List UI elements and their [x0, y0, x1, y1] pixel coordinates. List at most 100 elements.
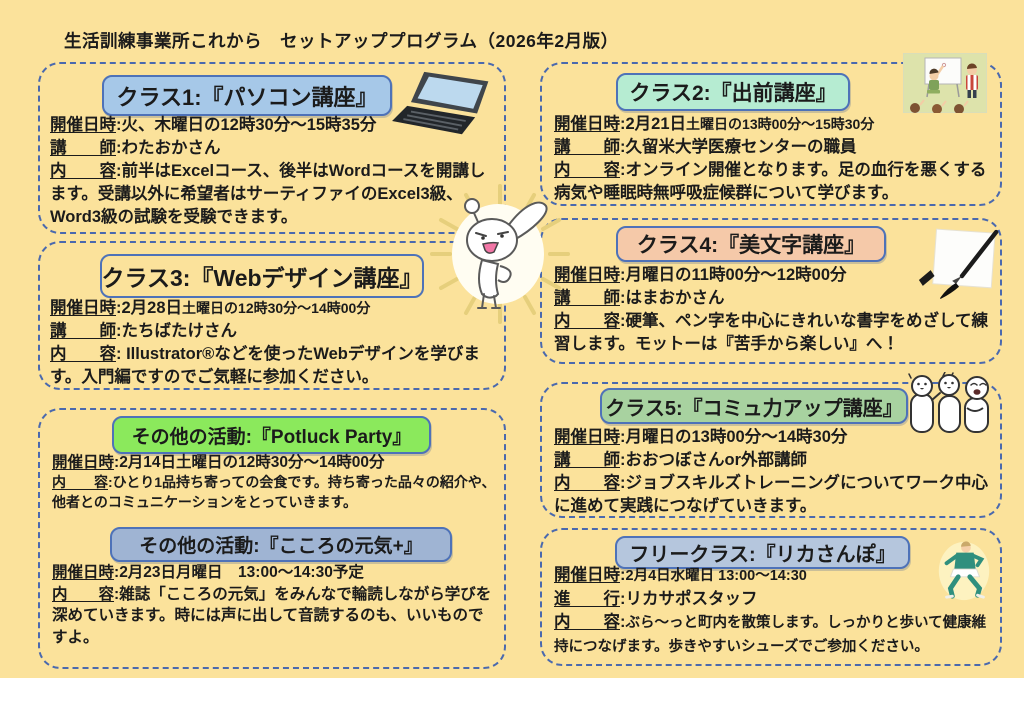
class1-header-label: クラス1:『パソコン講座』 — [116, 84, 378, 110]
content-row: 内 容:オンライン開催となります。足の血行を悪くする病気や睡眠時無呼吸症候群につ… — [554, 159, 994, 205]
row-colon: : — [620, 613, 626, 631]
row-label: 開催日時 — [50, 299, 116, 317]
row-value: 火、木曜日の12時30分～15時35分 — [121, 116, 377, 134]
content-row: 内 容:前半はExcelコース、後半はWordコースを開講します。受講以外に希望… — [50, 160, 498, 229]
row-colon: : — [620, 474, 626, 492]
row-colon: : — [620, 161, 626, 179]
lecturer-row: 講 師:はまおかさん — [554, 287, 994, 310]
row-label: 内 容 — [554, 474, 620, 492]
row-value: おおつぼさんor外部講師 — [625, 451, 808, 469]
row-value-small: 土曜日の12時30分～14時00分 — [182, 300, 371, 316]
class5-header: クラス5:『コミュ力アップ講座』 — [600, 388, 908, 424]
row-value: 2月14日土曜日の12時30分～14時00分 — [119, 454, 385, 471]
class3-header-label: クラス3:『Webデザイン講座』 — [101, 265, 423, 291]
row-colon: : — [620, 590, 626, 608]
class4-header-label: クラス4:『美文字講座』 — [636, 234, 866, 257]
schedule-row: 開催日時:2月14日土曜日の12時30分～14時00分 — [52, 452, 496, 473]
row-label: 開催日時 — [554, 428, 620, 446]
row-colon: : — [116, 345, 122, 363]
row-value: たちばたけさん — [121, 322, 238, 340]
row-value: Illustrator®などを使ったWebデザインを学びます。入門編ですのでご気… — [50, 345, 480, 386]
free-class-header-label: フリークラス:『リカさんぽ』 — [629, 544, 896, 566]
row-colon: : — [620, 115, 626, 133]
row-label: 講 師 — [554, 289, 620, 307]
row-value-small: 2月4日水曜日 13:00～14:30 — [625, 568, 807, 584]
free-class-body: 開催日時:2月4日水曜日 13:00～14:30 進 行:リカサポスタッフ 内 … — [554, 564, 992, 659]
content-row: 内 容:雑誌「こころの元気」をみんなで輪読しながら学びを深めていきます。時には声… — [52, 584, 496, 649]
class3-body: 開催日時:2月28日土曜日の12時30分～14時00分 講 師:たちばたけさん … — [50, 297, 500, 389]
row-colon: : — [116, 299, 122, 317]
kokoro-header: その他の活動:『こころの元気+』 — [110, 527, 452, 562]
row-value: はまおかさん — [625, 289, 725, 307]
lecturer-row: 講 師:久留米大学医療センターの職員 — [554, 136, 994, 159]
schedule-row: 開催日時:2月4日水曜日 13:00～14:30 — [554, 564, 992, 588]
content-row: 内 容:ジョブスキルズトレーニングについてワーク中心に進めて実践につなげていきま… — [554, 472, 992, 518]
class1-card: クラス1:『パソコン講座』 開催日時:火、木曜日の12時30分～15時35分 講… — [38, 62, 506, 234]
other-activities-card: その他の活動:『Potluck Party』 開催日時:2月14日土曜日の12時… — [38, 408, 506, 669]
lecturer-row: 講 師:たちばたけさん — [50, 320, 500, 343]
row-colon: : — [116, 116, 122, 134]
row-label: 開催日時 — [554, 566, 620, 584]
laptop-icon — [392, 71, 489, 135]
classroom-illustration — [903, 53, 987, 113]
row-value: オンライン開催となります。足の血行を悪くする病気や睡眠時無呼吸症候群について学び… — [554, 161, 987, 202]
lecturer-row: 講 師:わたおかさん — [50, 137, 498, 160]
schedule-row: 開催日時:火、木曜日の12時30分～15時35分 — [50, 114, 498, 137]
row-label: 内 容 — [554, 161, 620, 179]
row-colon: : — [116, 162, 122, 180]
class2-header-label: クラス2:『出前講座』 — [629, 82, 837, 105]
row-label: 内 容 — [50, 162, 116, 180]
class5-header-label: クラス5:『コミュ力アップ講座』 — [605, 397, 903, 420]
facilitator-row: 進 行:リカサポスタッフ — [554, 588, 992, 611]
lecturer-row: 講 師:おおつぼさんor外部講師 — [554, 449, 992, 472]
row-value: 硬筆、ペン字を中心にきれいな書字をめざして練習します。モットーは『苦手から楽しい… — [554, 312, 989, 353]
potluck-header: その他の活動:『Potluck Party』 — [112, 416, 431, 454]
row-value: 月曜日の13時00分～14時30分 — [625, 428, 848, 446]
row-value: 2月21日 — [625, 115, 687, 133]
class4-header: クラス4:『美文字講座』 — [616, 226, 886, 262]
kokoro-body: 開催日時:2月23日月曜日 13:00～14:30予定 内 容:雑誌「こころの元… — [52, 562, 496, 648]
class1-header: クラス1:『パソコン講座』 — [102, 75, 392, 116]
row-label: 内 容 — [554, 312, 620, 330]
row-colon: : — [620, 289, 626, 307]
row-colon: : — [620, 428, 626, 446]
potluck-body: 開催日時:2月14日土曜日の12時30分～14時00分 内 容:ひとり1品持ち寄… — [52, 452, 496, 512]
row-colon: : — [620, 138, 626, 156]
free-class-card: フリークラス:『リカさんぽ』 開催日時:2月4日水曜日 13:00～14:30 … — [540, 528, 1002, 666]
row-value: 前半はExcelコース、後半はWordコースを開講します。受講以外に希望者はサー… — [50, 162, 486, 226]
row-value: わたおかさん — [121, 139, 221, 157]
rabbit-mascot-illustration — [430, 184, 570, 324]
row-colon: : — [108, 474, 113, 490]
chatting-people-illustration — [908, 372, 989, 433]
content-row: 内 容: Illustrator®などを使ったWebデザインを学びます。入門編で… — [50, 343, 500, 389]
row-label: 内 容 — [554, 613, 620, 631]
row-label: 講 師 — [50, 139, 116, 157]
row-label: 講 師 — [554, 138, 620, 156]
row-label: 講 師 — [554, 451, 620, 469]
class2-card: クラス2:『出前講座』 開催日時:2月21日土曜日の13時00分～15時30分 … — [540, 62, 1002, 206]
row-colon: : — [620, 266, 626, 284]
potluck-header-label: その他の活動:『Potluck Party』 — [131, 426, 412, 448]
schedule-row: 開催日時:2月28日土曜日の12時30分～14時00分 — [50, 297, 500, 320]
row-colon: : — [116, 322, 122, 340]
class4-body: 開催日時:月曜日の11時00分～12時00分 講 師:はまおかさん 内 容:硬筆… — [554, 264, 994, 356]
row-label: 内 容 — [50, 345, 116, 363]
row-label: 開催日時 — [50, 116, 116, 134]
class2-body: 開催日時:2月21日土曜日の13時00分～15時30分 講 師:久留米大学医療セ… — [554, 113, 994, 205]
content-row: 内 容:ひとり1品持ち寄っての会食です。持ち寄った品々の紹介や、他者とのコミュニ… — [52, 473, 496, 512]
row-label: 講 師 — [50, 322, 116, 340]
content-row: 内 容:ぶら～っと町内を散策します。しっかりと歩いて健康維持につなげます。歩きや… — [554, 611, 992, 659]
class4-card: クラス4:『美文字講座』 開催日時:月曜日の11時00分～12時00分 講 師:… — [540, 218, 1002, 364]
schedule-row: 開催日時:月曜日の13時00分～14時30分 — [554, 426, 992, 449]
class5-body: 開催日時:月曜日の13時00分～14時30分 講 師:おおつぼさんor外部講師 … — [554, 426, 992, 518]
row-colon: : — [116, 139, 122, 157]
class3-header: クラス3:『Webデザイン講座』 — [100, 254, 424, 298]
row-label: 開催日時 — [52, 454, 115, 471]
row-value: 雑誌「こころの元気」をみんなで輪読しながら学びを深めていきます。時には声に出して… — [52, 585, 492, 646]
row-label: 開催日時 — [554, 266, 620, 284]
page-title: 生活訓練事業所これから セットアッププログラム（2026年2月版） — [64, 30, 619, 51]
schedule-row: 開催日時:月曜日の11時00分～12時00分 — [554, 264, 994, 287]
free-class-header: フリークラス:『リカさんぽ』 — [615, 536, 910, 569]
row-colon: : — [620, 312, 626, 330]
content-row: 内 容:硬筆、ペン字を中心にきれいな書字をめざして練習します。モットーは『苦手か… — [554, 310, 994, 356]
